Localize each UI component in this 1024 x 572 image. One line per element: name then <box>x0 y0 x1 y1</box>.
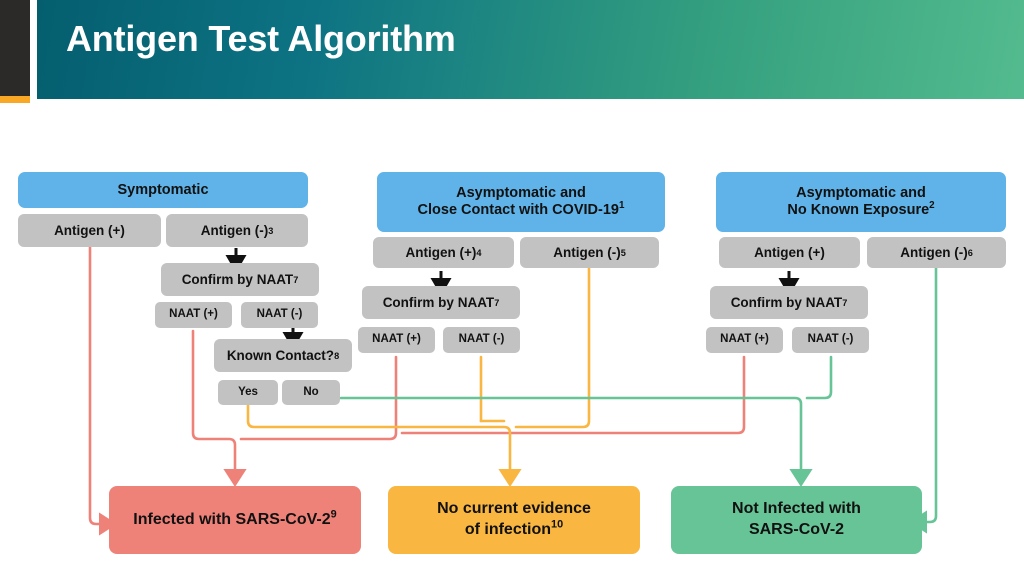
header-dark-bar <box>0 0 30 96</box>
node-ne-antigen-negative: Antigen (-)6 <box>867 237 1006 268</box>
node-cc-antigen-negative: Antigen (-)5 <box>520 237 659 268</box>
node-cc-naat-negative-label: NAAT (-) <box>458 333 505 346</box>
node-ne-antigen-positive: Antigen (+) <box>719 237 860 268</box>
result-not-infected: Not Infected with SARS-CoV-2 <box>671 486 922 554</box>
result-no-evidence: No current evidence of infection10 <box>388 486 640 554</box>
node-cc-naat-positive: NAAT (+) <box>358 327 435 353</box>
node-sympt-no: No <box>282 380 340 405</box>
green-path-ne-antigen-neg <box>909 265 938 534</box>
flowchart: Symptomatic Antigen (+) Antigen (-)3 Con… <box>0 103 1024 572</box>
node-sympt-yes: Yes <box>218 380 278 405</box>
node-sympt-antigen-positive: Antigen (+) <box>18 214 161 247</box>
page-title: Antigen Test Algorithm <box>66 18 456 59</box>
node-sympt-naat-negative-label: NAAT (-) <box>256 308 303 321</box>
connector-lines <box>88 241 938 536</box>
node-sympt-confirm-naat-label: Confirm by NAAT <box>181 271 294 287</box>
column-header-no-exposure-line1: Asymptomatic and <box>796 185 926 202</box>
result-no-evidence-line1: No current evidence <box>437 500 591 518</box>
node-sympt-known-contact-label: Known Contact? <box>226 347 335 363</box>
node-ne-naat-positive: NAAT (+) <box>706 327 783 353</box>
node-sympt-naat-positive-label: NAAT (+) <box>169 308 218 321</box>
node-sympt-antigen-positive-label: Antigen (+) <box>54 222 125 238</box>
node-cc-naat-negative: NAAT (-) <box>443 327 520 353</box>
column-header-no-exposure-line2: No Known Exposure2 <box>787 200 935 218</box>
header-gradient-band <box>37 0 1024 99</box>
footnote-ref-1: 1 <box>618 200 625 212</box>
result-infected: Infected with SARS-CoV-29 <box>109 486 361 554</box>
header-accent-block <box>0 96 30 103</box>
node-cc-antigen-positive: Antigen (+)4 <box>373 237 514 268</box>
node-sympt-yes-label: Yes <box>238 385 258 398</box>
node-ne-naat-positive-label: NAAT (+) <box>720 333 769 346</box>
red-path-cc-naat-pos <box>239 355 398 441</box>
column-header-no-exposure: Asymptomatic and No Known Exposure2 <box>716 172 1006 232</box>
column-header-close-contact-line1: Asymptomatic and <box>456 185 586 202</box>
node-sympt-no-label: No <box>303 385 319 398</box>
node-cc-antigen-positive-label: Antigen (+) <box>405 244 477 260</box>
node-cc-antigen-negative-label: Antigen (-) <box>553 244 621 260</box>
node-sympt-known-contact: Known Contact?8 <box>214 339 352 372</box>
node-cc-naat-positive-label: NAAT (+) <box>372 333 421 346</box>
result-not-infected-line2: SARS-CoV-2 <box>748 521 845 538</box>
red-path-ne-naat-pos <box>400 355 746 435</box>
red-path-sympt-antigen-pos <box>88 241 117 536</box>
node-cc-confirm-naat-label: Confirm by NAAT <box>382 294 495 310</box>
column-header-close-contact-line2: Close Contact with COVID-191 <box>417 200 625 218</box>
red-path-sympt-naat-pos <box>191 329 247 487</box>
result-no-evidence-line2: of infection10 <box>464 518 564 538</box>
node-ne-antigen-negative-label: Antigen (-) <box>900 244 968 260</box>
node-ne-naat-negative-label: NAAT (-) <box>807 333 854 346</box>
green-path-ne-naat-neg <box>805 355 833 400</box>
footnote-ref-2: 2 <box>929 200 935 212</box>
node-sympt-naat-positive: NAAT (+) <box>155 302 232 328</box>
page-header: Antigen Test Algorithm <box>0 0 1024 103</box>
node-ne-confirm-naat-label: Confirm by NAAT <box>730 294 843 310</box>
column-header-symptomatic-label: Symptomatic <box>117 181 209 198</box>
node-sympt-naat-negative: NAAT (-) <box>241 302 318 328</box>
footnote-ref-10: 10 <box>551 518 564 531</box>
column-header-close-contact: Asymptomatic and Close Contact with COVI… <box>377 172 665 232</box>
node-sympt-antigen-negative: Antigen (-)3 <box>166 214 308 247</box>
node-ne-naat-negative: NAAT (-) <box>792 327 869 353</box>
result-infected-label: Infected with SARS-CoV-29 <box>133 508 337 528</box>
footnote-ref-9: 9 <box>330 508 337 521</box>
amber-path-sympt-yes <box>246 403 522 487</box>
result-not-infected-line1: Not Infected with <box>732 500 861 518</box>
green-path-sympt-no <box>339 396 813 487</box>
node-ne-antigen-positive-label: Antigen (+) <box>754 244 825 260</box>
column-header-symptomatic: Symptomatic <box>18 172 308 208</box>
node-sympt-antigen-negative-label: Antigen (-) <box>200 222 269 238</box>
amber-path-cc-antigen-neg <box>514 265 591 429</box>
